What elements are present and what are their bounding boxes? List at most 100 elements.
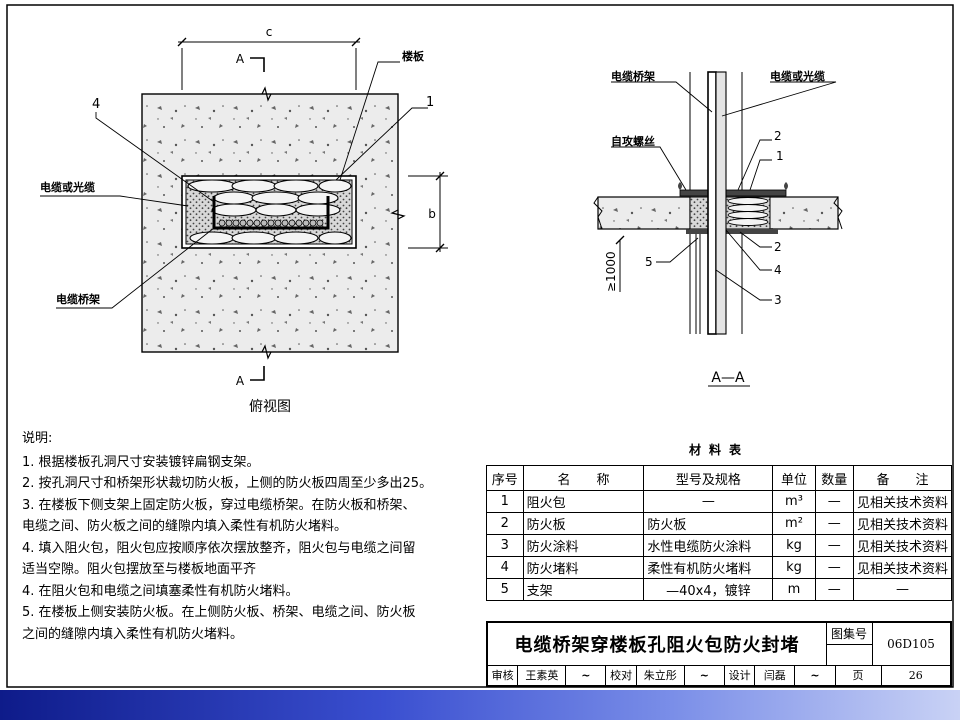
cell-qty: — (814, 490, 854, 513)
design-label: 设计 (725, 665, 756, 685)
section-caption: A—A (711, 370, 745, 386)
plan-callout-1: 1 (426, 95, 434, 110)
cell-unit: m² (772, 512, 816, 535)
section-slab-left (597, 196, 691, 230)
fire-bags (187, 179, 352, 245)
notes-block: 说明: 1. 根据楼板孔洞尺寸安装镀锌扁钢支架。 2. 按孔洞尺寸和桥架形状裁切… (22, 428, 472, 645)
cell-no: 4 (486, 556, 524, 579)
title-block-blank (826, 644, 873, 666)
atlas-number: 06D105 (872, 623, 950, 666)
designer-name: 闫磊 (755, 665, 796, 685)
cell-unit: kg (772, 556, 816, 579)
break-mark-bottom (261, 344, 272, 360)
slide-footer-bar (0, 690, 960, 720)
plan-label-cable: 电缆或光缆 (40, 180, 95, 194)
sheet-border (6, 4, 954, 688)
cell-unit: m (772, 578, 816, 601)
table-header-row: 序号 名 称 型号及规格 单位 数量 备 注 (486, 465, 953, 491)
cell-remark: — (852, 578, 953, 601)
title-block: 电缆桥架穿楼板孔阻火包防火封堵 图集号 06D105 审核 王素英 ~ 校对 朱… (486, 621, 952, 687)
section-label-cable: 电缆或光缆 (770, 69, 825, 83)
section-dim-1000: ≥1000 (604, 251, 618, 292)
checker-signature: ~ (685, 665, 725, 685)
notes-line: 适当空隙。阻火包摆放至与楼板地面平齐 (22, 562, 257, 577)
drawing-title: 电缆桥架穿楼板孔阻火包防火封堵 (488, 623, 827, 666)
cell-spec: 水性电缆防火涂料 (643, 534, 774, 557)
header-no: 序号 (486, 465, 524, 491)
materials-title: 材料表 (688, 443, 749, 457)
cell-spec: —40x4，镀锌 (643, 578, 774, 601)
plan-cable-tray (212, 196, 330, 230)
cell-remark: 见相关技术资料 (852, 512, 953, 535)
notes-line: 3. 在楼板下侧支架上固定防火板，穿过电缆桥架。在防火板和桥架、 (22, 497, 416, 513)
plan-cables (218, 219, 324, 227)
header-unit: 单位 (772, 465, 816, 491)
plan-label-slab: 楼板 (402, 49, 425, 63)
page-number: 26 (908, 668, 923, 682)
designer-signature: ~ (795, 665, 836, 685)
cell-name: 防火堵料 (522, 556, 645, 579)
section-callout-4: 4 (774, 263, 782, 277)
header-remark: 备 注 (852, 465, 953, 491)
plan-dim-c: c (266, 25, 273, 39)
cell-qty: — (814, 512, 854, 535)
check-label: 校对 (606, 665, 637, 685)
table-row: 4 防火堵料 柔性有机防火堵料 kg — 见相关技术资料 (486, 556, 953, 579)
cell-no: 2 (486, 512, 524, 535)
cell-no: 3 (486, 534, 524, 557)
notes-line: 之间的缝隙内填入柔性有机防火堵料。 (22, 626, 244, 642)
notes-line: 4. 填入阻火包，阻火包应按顺序依次摆放整齐，阻火包与电缆之间留 (22, 540, 416, 556)
section-label-tray: 电缆桥架 (611, 69, 655, 83)
section-cable-tray (707, 71, 717, 335)
materials-table: 序号 名 称 型号及规格 单位 数量 备 注 1 阻火包 — m³ — 见相关技… (486, 465, 953, 601)
header-qty: 数量 (814, 465, 854, 491)
cell-name: 支架 (522, 578, 645, 601)
cell-qty: — (814, 534, 854, 557)
section-view: ≥1000 电缆桥架 电缆或光缆 自攻螺丝 2 1 2 4 3 5 A—A (593, 69, 843, 387)
signature-row: 审核 王素英 ~ 校对 朱立彤 ~ 设计 闫磊 ~ 页 26 (488, 665, 950, 685)
cell-spec: 柔性有机防火堵料 (643, 556, 774, 579)
section-callout-1: 1 (776, 149, 784, 163)
notes-line: 电缆之间、防火板之间的缝隙内填入柔性有机防火堵料。 (22, 519, 348, 534)
cell-unit: kg (772, 534, 816, 557)
cell-remark: 见相关技术资料 (852, 556, 953, 579)
header-name: 名 称 (522, 465, 645, 491)
plan-label-tray: 电缆桥架 (56, 292, 100, 306)
plan-callout-4: 4 (92, 97, 100, 112)
page-label: 页 (836, 665, 882, 685)
notes-line: 4. 在阻火包和电缆之间填塞柔性有机防火堵料。 (22, 583, 299, 599)
atlas-label: 图集号 (826, 623, 873, 645)
table-row: 1 阻火包 — m³ — 见相关技术资料 (486, 490, 953, 513)
cell-no: 5 (486, 578, 524, 601)
table-row: 5 支架 —40x4，镀锌 m — — (486, 578, 953, 601)
cell-unit: m³ (772, 490, 816, 513)
cell-name: 防火板 (522, 512, 645, 535)
checker-name: 朱立彤 (637, 665, 685, 685)
review-label: 审核 (488, 665, 519, 685)
plan-caption: 俯视图 (249, 399, 291, 415)
section-callout-2-bot: 2 (774, 240, 782, 254)
plan-view: c b A A 楼板 1 4 电缆或光缆 电缆桥架 俯视图 (40, 25, 448, 415)
notes-line: 5. 在楼板上侧安装防火板。在上侧防火板、桥架、电缆之间、防火板 (22, 605, 416, 620)
notes-line: 1. 根据楼板孔洞尺寸安装镀锌扁钢支架。 (22, 454, 260, 470)
section-callout-5: 5 (645, 255, 653, 269)
table-row: 2 防火板 防火板 m² — 见相关技术资料 (486, 512, 953, 535)
break-mark-right (390, 209, 406, 220)
header-spec: 型号及规格 (643, 465, 774, 491)
cell-remark: 见相关技术资料 (852, 534, 953, 557)
section-cable-bundle (715, 71, 727, 335)
reviewer-signature: ~ (566, 665, 607, 685)
table-row: 3 防火涂料 水性电缆防火涂料 kg — 见相关技术资料 (486, 534, 953, 557)
cell-qty: — (814, 578, 854, 601)
cell-no: 1 (486, 490, 524, 513)
reviewer-name: 王素英 (518, 665, 567, 685)
section-callout-3: 3 (774, 293, 782, 307)
section-mark-bottom: A (236, 374, 245, 388)
break-mark-top (261, 86, 272, 102)
cell-qty: — (814, 556, 854, 579)
section-callout-2-top: 2 (774, 129, 782, 143)
notes-line: 2. 按孔洞尺寸和桥架形状裁切防火板，上侧的防火板四周至少多出25。 (22, 476, 433, 491)
cell-name: 阻火包 (522, 490, 645, 513)
section-label-screw: 自攻螺丝 (611, 134, 655, 148)
